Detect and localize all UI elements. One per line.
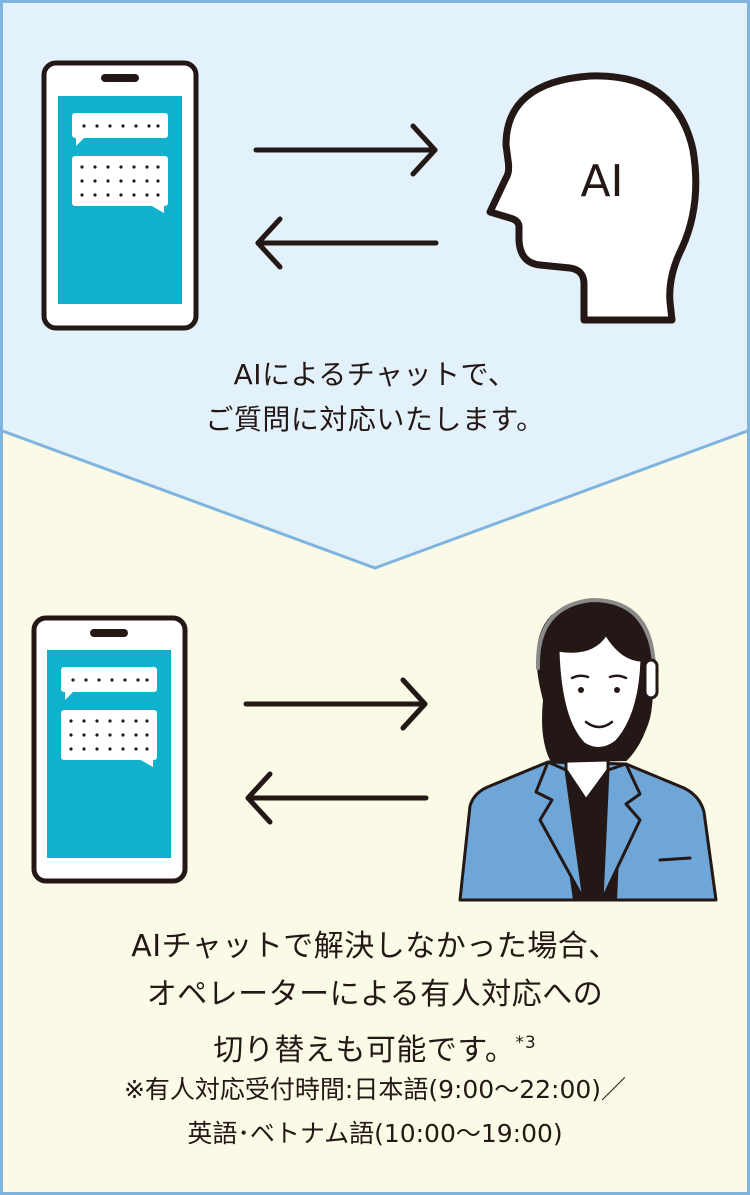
chevron-divider (0, 428, 750, 570)
ai-head-icon: AI (486, 72, 700, 324)
operator-caption-line3-wrap: 切り替えも可能です。*3 (0, 1019, 750, 1075)
arrow-right-icon (243, 677, 428, 731)
ai-head-label: AI (580, 156, 623, 207)
operator-caption-line1: AIチャットで解決しなかった場合、 (131, 929, 619, 964)
hours-note-line2: 英語･ベトナム語(10:00〜19:00) (187, 1119, 563, 1148)
arrow-right-icon (253, 123, 438, 177)
smartphone-icon (41, 60, 199, 331)
operator-caption-line2: オペレーターによる有人対応への (146, 977, 604, 1012)
hours-note: ※有人対応受付時間:日本語(9:00〜22:00)／ 英語･ベトナム語(10:0… (0, 1068, 750, 1156)
arrow-left-icon (245, 771, 429, 825)
smartphone-icon (31, 615, 188, 884)
operator-caption: AIチャットで解決しなかった場合、 オペレーターによる有人対応への 切り替えも可… (0, 923, 750, 1075)
footnote-mark: *3 (515, 1033, 537, 1053)
operator-caption-line3: 切り替えも可能です。 (213, 1033, 516, 1068)
ai-caption-line2: ご質問に対応いたします。 (205, 403, 545, 436)
ai-caption-line1: AIによるチャットで、 (233, 358, 517, 391)
operator-headset-icon (458, 598, 718, 902)
arrow-left-icon (255, 216, 439, 270)
ai-chat-caption: AIによるチャットで、 ご質問に対応いたします。 (0, 352, 750, 442)
hours-note-line1: ※有人対応受付時間:日本語(9:00〜22:00)／ (123, 1075, 627, 1104)
